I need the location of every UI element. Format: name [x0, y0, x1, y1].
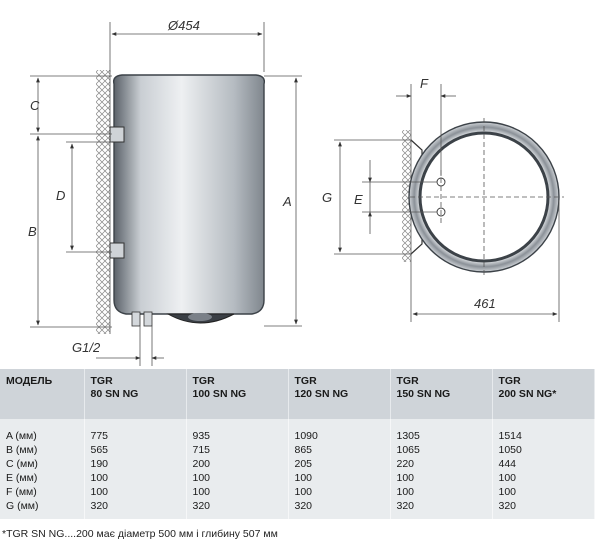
table-cell: F (мм) — [0, 485, 85, 499]
inlet-pipe — [131, 311, 141, 327]
table-cell: 1514 — [492, 419, 595, 443]
table-cell: 100 — [288, 485, 391, 499]
diameter-label: Ø454 — [167, 18, 200, 33]
table-cell: 715 — [186, 443, 289, 457]
footnote: *TGR SN NG....200 має діаметр 500 мм і г… — [2, 528, 278, 540]
table-cell: 190 — [84, 457, 187, 471]
table-cell: 935 — [186, 419, 289, 443]
table-cell: 775 — [84, 419, 187, 443]
table-row: A (мм) 775 935 1090 1305 1514 — [0, 419, 595, 443]
header-model: МОДЕЛЬ — [0, 369, 85, 419]
depth-label: 461 — [474, 296, 496, 311]
table-cell: 100 — [84, 471, 187, 485]
dim-b-label: B — [28, 224, 37, 239]
table-cell: 444 — [492, 457, 595, 471]
table-cell: 865 — [288, 443, 391, 457]
top-bracket — [109, 126, 125, 143]
table-cell: 1090 — [288, 419, 391, 443]
table-cell: 100 — [288, 471, 391, 485]
table-cell: 100 — [186, 471, 289, 485]
table-cell: C (мм) — [0, 457, 85, 471]
table-cell: 220 — [390, 457, 493, 471]
table-cell: 565 — [84, 443, 187, 457]
bottom-bracket — [109, 242, 125, 259]
table-cell: B (мм) — [0, 443, 85, 457]
table-cell: 100 — [84, 485, 187, 499]
outlet-pipe — [143, 311, 153, 327]
dim-f-label: F — [420, 76, 429, 91]
top-view: F G E 461 — [322, 76, 564, 322]
table-row: F (мм) 100 100 100 100 100 — [0, 485, 595, 499]
table-row: B (мм) 565 715 865 1065 1050 — [0, 443, 595, 457]
table-cell: 205 — [288, 457, 391, 471]
table-cell: G (мм) — [0, 499, 85, 519]
table-row: E (мм) 100 100 100 100 100 — [0, 471, 595, 485]
table-cell: 100 — [390, 485, 493, 499]
table-cell: 100 — [186, 485, 289, 499]
dim-e-label: E — [354, 192, 363, 207]
table-cell: 320 — [186, 499, 289, 519]
table-cell: 100 — [492, 485, 595, 499]
table-cell: E (мм) — [0, 471, 85, 485]
table-cell: 1065 — [390, 443, 493, 457]
pipe-label: G1/2 — [72, 340, 101, 355]
table-row: G (мм) 320 320 320 320 320 — [0, 499, 595, 519]
thermostat-knob — [188, 313, 212, 321]
table-cell: 100 — [390, 471, 493, 485]
table-cell: 1305 — [390, 419, 493, 443]
table-cell: 200 — [186, 457, 289, 471]
table-cell: 320 — [492, 499, 595, 519]
dim-g-label: G — [322, 190, 332, 205]
table-cell: A (мм) — [0, 419, 85, 443]
technical-drawing: Ø454 C B D A G1/2 — [28, 18, 564, 366]
wall-hatch-top — [402, 130, 411, 262]
front-view: Ø454 C B D A G1/2 — [28, 18, 302, 366]
dim-a-label: A — [282, 194, 292, 209]
table-cell: 1050 — [492, 443, 595, 457]
dim-c-label: C — [30, 98, 40, 113]
table-cell: 320 — [84, 499, 187, 519]
wall-hatch-front — [96, 70, 110, 334]
dim-d-label: D — [56, 188, 65, 203]
table-row: C (мм) 190 200 205 220 444 — [0, 457, 595, 471]
table-cell: 320 — [288, 499, 391, 519]
table-cell: 100 — [492, 471, 595, 485]
tank-body — [112, 74, 266, 315]
table-cell: 320 — [390, 499, 493, 519]
